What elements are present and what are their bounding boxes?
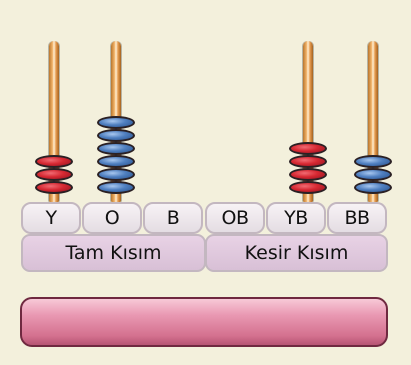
label-b: B bbox=[143, 202, 203, 234]
label-ob: OB bbox=[205, 202, 265, 234]
bead-bb-3 bbox=[354, 181, 392, 194]
faded-background-text bbox=[0, 0, 411, 90]
bead-o-1 bbox=[97, 116, 135, 129]
label-bb: BB bbox=[327, 202, 387, 234]
rod-bb bbox=[368, 41, 378, 202]
place-value-labels: Y O B OB YB BB bbox=[21, 202, 388, 234]
bead-o-3 bbox=[97, 142, 135, 155]
bead-o-4 bbox=[97, 155, 135, 168]
rod-yb bbox=[303, 41, 313, 202]
bead-o-2 bbox=[97, 129, 135, 142]
bead-yb-1 bbox=[289, 142, 327, 155]
label-y: Y bbox=[21, 202, 81, 234]
bead-o-6 bbox=[97, 181, 135, 194]
rod-y bbox=[49, 41, 59, 202]
bead-yb-4 bbox=[289, 181, 327, 194]
bead-bb-1 bbox=[354, 155, 392, 168]
label-yb: YB bbox=[266, 202, 326, 234]
label-o: O bbox=[82, 202, 142, 234]
fraction-part-label: Kesir Kısım bbox=[205, 234, 388, 272]
bead-y-3 bbox=[35, 181, 73, 194]
bead-yb-2 bbox=[289, 155, 327, 168]
bead-bb-2 bbox=[354, 168, 392, 181]
abacus-base bbox=[20, 297, 388, 347]
bead-y-2 bbox=[35, 168, 73, 181]
bead-y-1 bbox=[35, 155, 73, 168]
bead-o-5 bbox=[97, 168, 135, 181]
whole-part-label: Tam Kısım bbox=[21, 234, 206, 272]
bead-yb-3 bbox=[289, 168, 327, 181]
